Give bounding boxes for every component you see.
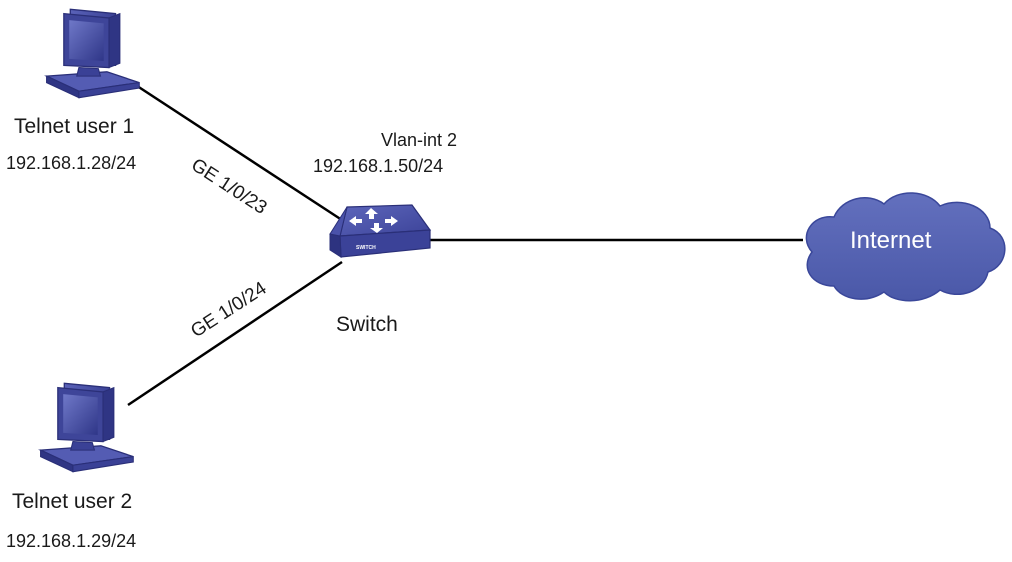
cloud-icon bbox=[805, 192, 1006, 302]
switch-node: SWITCH bbox=[329, 204, 432, 258]
internet-node: Internet bbox=[805, 192, 1006, 302]
switch-badge: SWITCH bbox=[356, 245, 376, 251]
computer-icon bbox=[45, 8, 140, 99]
port-label-ge-1-0-24: GE 1/0/24 bbox=[187, 278, 271, 342]
switch-ip-label: 192.168.1.50/24 bbox=[313, 156, 443, 176]
switch-interface-label: Vlan-int 2 bbox=[381, 130, 457, 150]
link-user1-switch bbox=[127, 78, 346, 224]
telnet-user-2-ip: 192.168.1.29/24 bbox=[6, 531, 136, 551]
telnet-user-1-ip: 192.168.1.28/24 bbox=[6, 153, 136, 173]
telnet-user-1-node bbox=[45, 8, 140, 99]
telnet-user-2-label: Telnet user 2 bbox=[12, 490, 132, 513]
switch-label: Switch bbox=[336, 313, 398, 336]
telnet-user-1-label: Telnet user 1 bbox=[14, 115, 134, 138]
switch-icon: SWITCH bbox=[329, 204, 432, 258]
internet-label: Internet bbox=[850, 227, 932, 254]
computer-icon bbox=[39, 382, 134, 473]
telnet-user-2-node bbox=[39, 382, 134, 473]
link-user2-switch bbox=[127, 260, 343, 407]
